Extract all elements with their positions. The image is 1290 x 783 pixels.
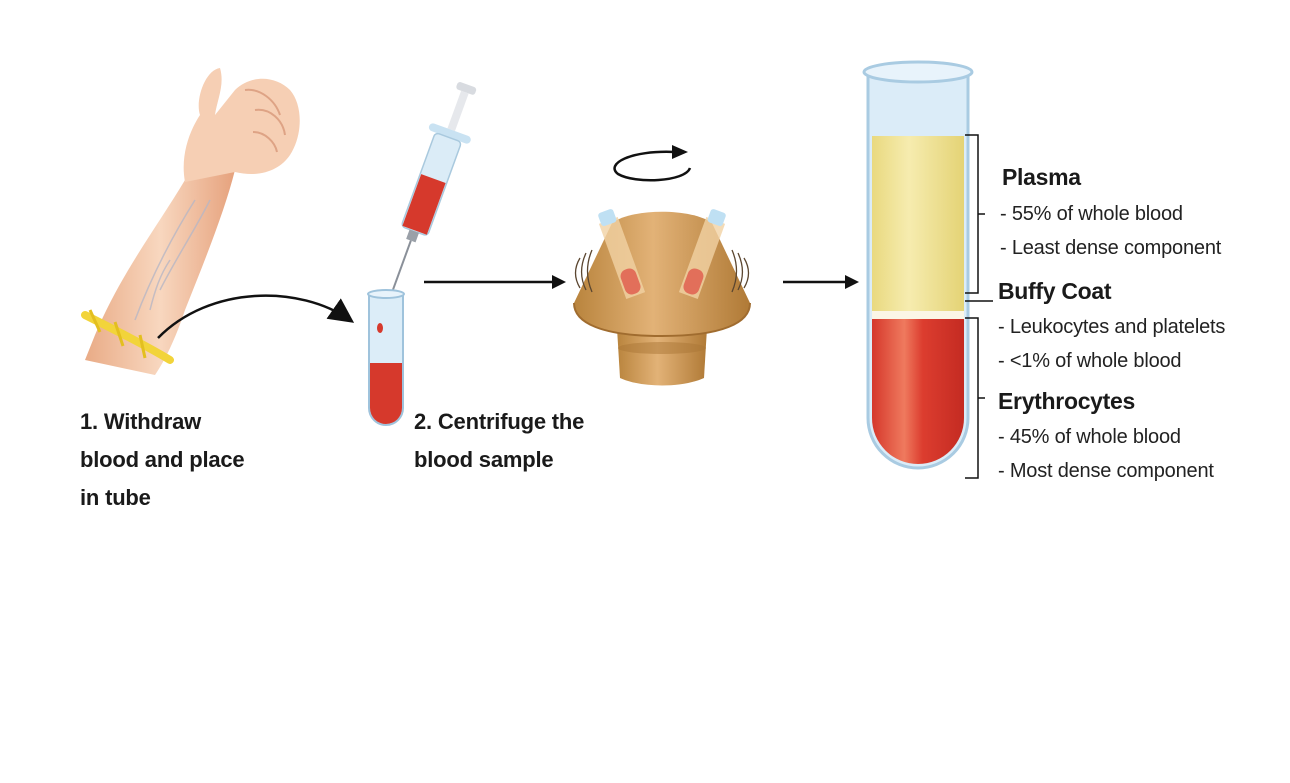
arrow-to-centrifuge-icon [424,275,566,289]
syringe-illustration [384,82,477,311]
step-2-line: 2. Centrifuge the [414,409,585,434]
arm-illustration [81,68,300,375]
erythrocytes-detail: - Most dense component [998,460,1214,482]
step-2-line: blood sample [414,447,554,472]
erythrocytes-detail: - 45% of whole blood [998,426,1181,448]
step-1-label: 1. Withdraw blood and place in tube [80,403,245,517]
step-1-line: 1. Withdraw [80,409,202,434]
erythrocyte-layer [872,319,964,464]
centrifuge-illustration [573,209,751,386]
separated-blood-tube-illustration [862,60,974,470]
rotation-arrow-icon [613,145,692,182]
plasma-detail: - Least dense component [1000,237,1222,259]
plasma-detail: - 55% of whole blood [1000,203,1183,225]
arrow-to-tube-icon [157,294,355,339]
plasma-layer [872,136,964,311]
arrow-to-result-icon [783,275,859,289]
sample-tube-illustration [367,289,405,426]
buffy-coat-title: Buffy Coat [998,278,1112,304]
step-1-line: in tube [80,485,151,510]
erythrocytes-title: Erythrocytes [998,388,1136,414]
component-brackets [965,134,993,479]
buffy-coat-detail: - <1% of whole blood [998,350,1182,372]
plasma-title: Plasma [1002,164,1081,190]
buffy-coat-detail: - Leukocytes and platelets [998,316,1226,338]
step-1-line: blood and place [80,447,245,472]
buffy-coat-layer [872,311,964,319]
plasma-label: Plasma [1002,164,1081,191]
step-2-label: 2. Centrifuge the blood sample [414,403,584,479]
